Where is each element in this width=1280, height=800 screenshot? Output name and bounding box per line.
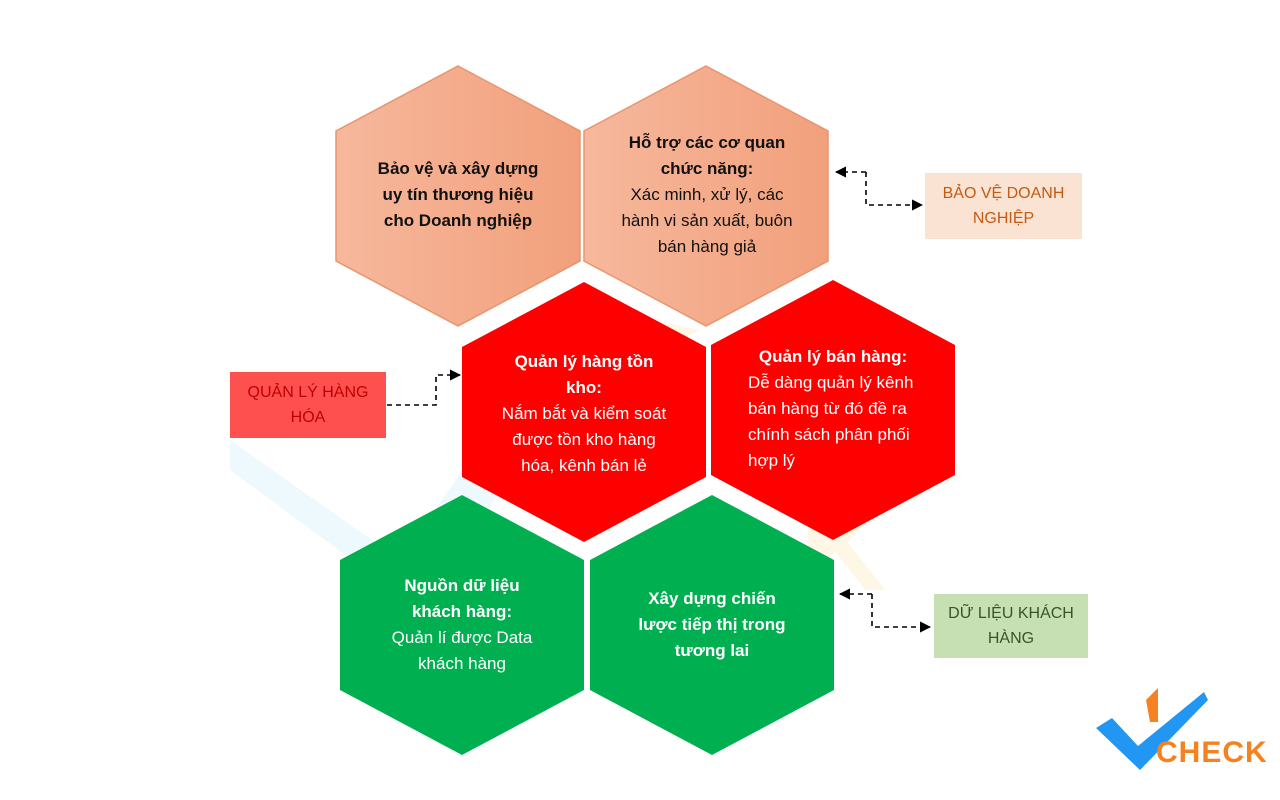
hex-body: Nắm bắt và kiểm soát được tồn kho hàng h… — [501, 404, 667, 475]
hex-title: Bảo vệ và xây dựng uy tín thương hiệu ch… — [377, 159, 539, 230]
hex-title: Xây dựng chiến lược tiếp thị trong tương… — [638, 589, 786, 660]
logo-text: CHECK — [1156, 736, 1268, 769]
hex-text-sales: Quản lý bán hàng: Dễ dàng quản lý kênh b… — [748, 340, 918, 478]
hex-text-marketing: Xây dựng chiến lược tiếp thị trong tương… — [628, 580, 796, 670]
label-customer: DỮ LIỆU KHÁCH HÀNG — [948, 605, 1074, 647]
label-box-protect — [925, 173, 1082, 239]
hex-text-customer-data: Nguồn dữ liệu khách hàng: Quản lí được D… — [378, 570, 546, 680]
connector-protect — [865, 172, 924, 211]
label-protect: BẢO VỆ DOANH NGHIỆP — [942, 185, 1065, 227]
hex-title: Quản lý bán hàng: — [758, 347, 908, 366]
hex-title: Hỗ trợ các cơ quan chức năng: — [628, 133, 786, 178]
hex-text-inventory: Quản lý hàng tồn kho: Nắm bắt và kiểm so… — [496, 334, 672, 494]
hex-body: Quản lí được Data khách hàng — [391, 628, 533, 673]
connectors — [387, 166, 932, 633]
connector-customer — [871, 594, 932, 633]
label-box-goods — [230, 372, 386, 438]
hexagon-sales — [711, 280, 955, 540]
hexagon-customer-data — [340, 495, 584, 755]
label-box-customer — [934, 594, 1088, 658]
hexagon-agency-support — [583, 65, 829, 327]
hexagon-brand-protection — [335, 65, 581, 327]
label-goods: QUẢN LÝ HÀNG HÓA — [247, 384, 369, 426]
hex-body: Dễ dàng quản lý kênh bán hàng từ đó đề r… — [748, 373, 914, 470]
hex-text-brand-protection: Bảo vệ và xây dựng uy tín thương hiệu ch… — [368, 135, 548, 255]
hex-title: Nguồn dữ liệu khách hàng: — [404, 576, 520, 621]
hexagon-inventory — [462, 282, 706, 542]
connector-goods — [387, 369, 462, 406]
hex-text-agency-support: Hỗ trợ các cơ quan chức năng: Xác minh, … — [612, 128, 802, 262]
logo-check-icon — [1096, 688, 1208, 770]
hexagon-marketing — [590, 495, 834, 755]
hex-body: Xác minh, xử lý, các hành vi sản xuất, b… — [621, 185, 793, 256]
hex-title: Quản lý hàng tồn kho: — [514, 352, 654, 397]
